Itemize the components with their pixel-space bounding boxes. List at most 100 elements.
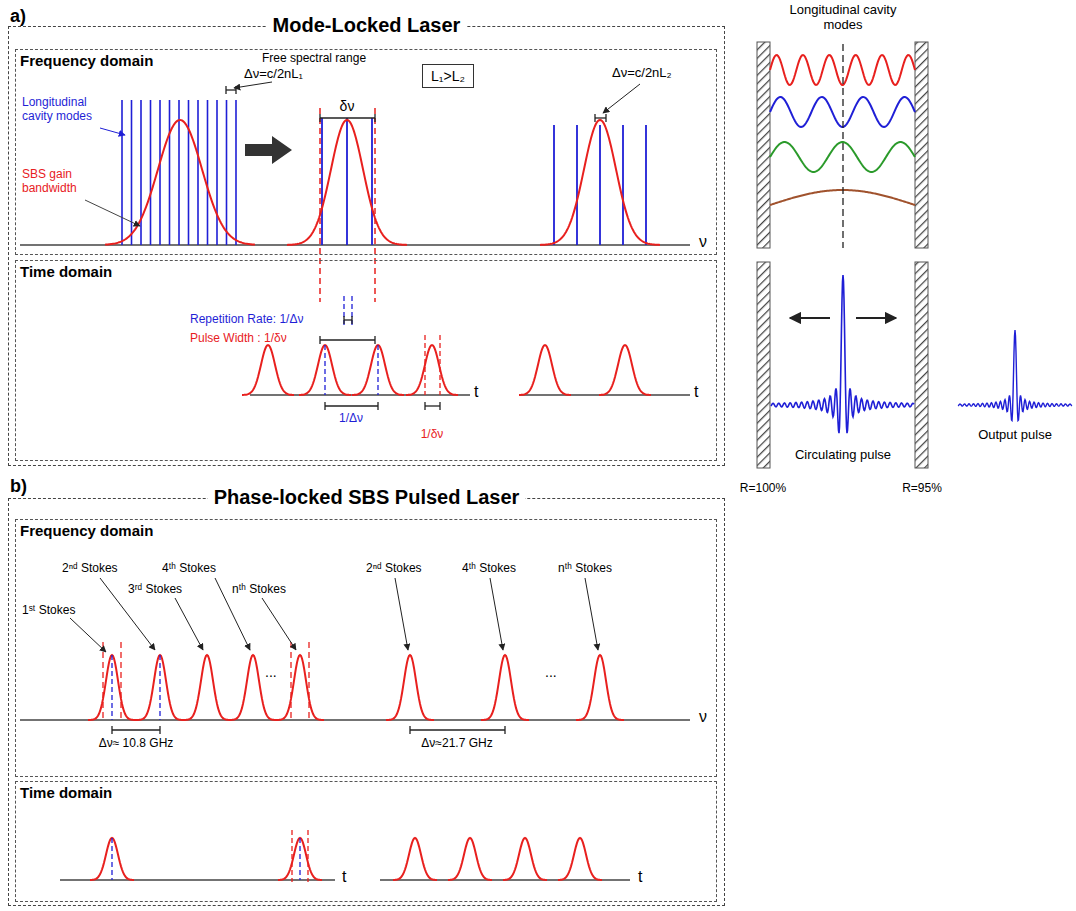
pulse: [352, 345, 404, 395]
leader-line: [70, 618, 106, 652]
stokes-peak: [183, 655, 231, 720]
annotation-label: Δν≈21.7 GHz: [421, 737, 492, 751]
width-marker: [290, 642, 291, 722]
time-axis: [60, 879, 335, 881]
cavity-mode: [140, 100, 142, 245]
annotation-label: t: [694, 383, 698, 401]
gain-curve: [105, 120, 255, 245]
direction-arrow: [790, 317, 830, 319]
bracket: [595, 117, 606, 118]
leader-line: [262, 598, 296, 650]
mirror: [915, 262, 928, 468]
leader-line: [85, 200, 140, 226]
width-marker: [291, 830, 292, 882]
width-marker: [308, 642, 309, 722]
annotation-label: 1ˢᵗ Stokes: [22, 604, 75, 618]
pulse: [503, 838, 547, 880]
annotation-label: t: [342, 868, 346, 886]
domain-panel: Time domain: [15, 260, 717, 461]
stokes-peak: [386, 655, 434, 720]
transition-arrow: [245, 136, 292, 164]
pulse-center: [111, 838, 112, 880]
annotation-label: t: [474, 383, 478, 401]
annotation-label: t: [638, 868, 642, 886]
cavity-mode: [121, 100, 123, 245]
bracket: [226, 89, 236, 90]
cavity-mode: [150, 100, 152, 245]
cavity-mode: [576, 125, 578, 245]
leader-line: [175, 598, 203, 650]
annotation-label: Output pulse: [978, 428, 1052, 443]
annotation-label: ν: [699, 708, 707, 726]
annotation-label: Δν=c/2nL₁: [244, 67, 303, 82]
stokes-peak: [481, 655, 529, 720]
leader-line: [603, 84, 640, 113]
mirror: [757, 42, 770, 248]
panel-title: Frequency domain: [20, 52, 153, 69]
cavity-center: [842, 44, 843, 248]
frequency-axis: [20, 244, 690, 246]
condition-text: L₁>L₂: [431, 68, 465, 84]
annotation-label: Circulating pulse: [795, 448, 891, 463]
panel-title: Time domain: [20, 263, 112, 280]
annotation-label: Δν≈ 10.8 GHz: [99, 737, 174, 751]
annotation-label: b): [10, 476, 27, 497]
mirror: [915, 42, 928, 248]
annotation-label: 2ⁿᵈ Stokes: [62, 562, 118, 576]
annotation-label: nᵗʰ Stokes: [558, 562, 612, 576]
pulse: [90, 838, 134, 880]
stokes-peak: [136, 655, 184, 720]
panel-title: Frequency domain: [20, 522, 153, 539]
stokes-peak: [276, 655, 324, 720]
pulse-center: [299, 838, 300, 880]
width-marker: [120, 642, 121, 722]
figure-panel: L₁>L₂Frequency domainTime domainMode-Loc…: [8, 26, 725, 466]
bracket: [425, 405, 440, 406]
width-marker: [307, 830, 308, 882]
cavity-mode: [188, 100, 190, 245]
annotation-label: Δν=c/2nL₂: [612, 66, 672, 81]
bracket: [344, 319, 352, 320]
annotation-label: δν: [340, 98, 355, 114]
cavity-mode: [235, 100, 237, 245]
annotation-label: 2ⁿᵈ Stokes: [366, 562, 422, 576]
width-marker: [439, 335, 440, 395]
stokes-peak: [88, 655, 136, 720]
peak-center: [159, 655, 160, 720]
cavity-mode: [131, 100, 133, 245]
annotation-label: R=100%: [740, 482, 786, 496]
cavity-mode: [599, 125, 601, 245]
direction-arrow: [856, 317, 896, 319]
pulse: [448, 838, 492, 880]
condition-box: L₁>L₂: [422, 64, 474, 88]
peak-center: [111, 655, 112, 720]
circulating-pulse: [771, 275, 914, 433]
leader-line: [395, 578, 408, 650]
cavity-mode: [346, 118, 348, 245]
annotation-label: ν: [699, 233, 707, 251]
annotation-label: ...: [265, 664, 277, 680]
gain-curve: [540, 120, 660, 245]
annotation-label: 1/δν: [421, 428, 444, 442]
figure-panel: Frequency domainTime domainPhase-locked …: [8, 498, 725, 906]
pulse: [299, 345, 351, 395]
width-marker: [424, 335, 425, 395]
cavity-mode: [226, 100, 228, 245]
bracket: [325, 405, 378, 406]
annotation-label: Longitudinal cavity modes: [788, 3, 898, 33]
annotation-label: Pulse Width : 1/δν: [190, 332, 287, 346]
cavity-mode: [197, 100, 199, 245]
annotation-label: 4ᵗʰ Stokes: [462, 562, 516, 576]
frequency-axis: [20, 719, 690, 721]
pulse: [558, 838, 602, 880]
pulse: [242, 345, 294, 395]
width-marker: [374, 108, 376, 302]
rep-marker: [343, 296, 344, 326]
panel-title: Mode-Locked Laser: [267, 14, 467, 37]
leader-line: [585, 578, 598, 650]
annotation-label: 1/Δν: [339, 412, 363, 426]
annotation-label: ...: [545, 664, 557, 680]
leader-line: [100, 128, 125, 135]
bracket: [320, 117, 375, 118]
